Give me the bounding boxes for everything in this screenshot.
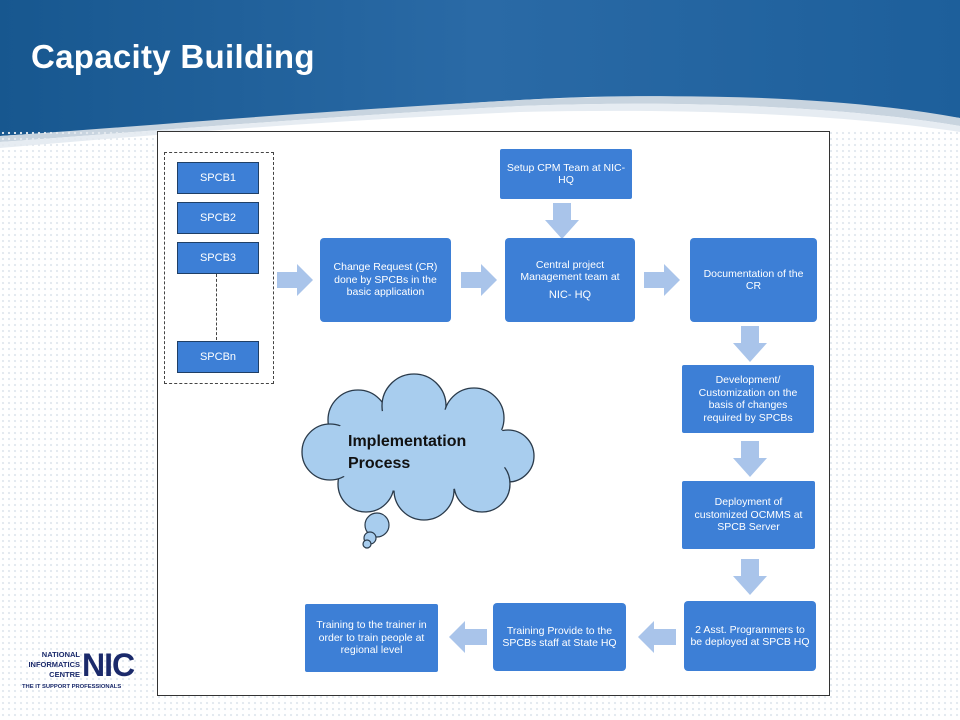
node-programmers-label: 2 Asst. Programmers to be deployed at SP… <box>690 623 810 649</box>
cloud-label: Implementation Process <box>348 431 466 475</box>
node-documentation-label: Documentation of the CR <box>703 267 804 293</box>
logo-line-3: CENTRE <box>49 670 80 679</box>
node-setup-cpm-label: Setup CPM Team at NIC- HQ <box>506 161 626 187</box>
node-central-team-label-1: Central project Management team at <box>520 258 620 284</box>
node-training-trainer-label: Training to the trainer in order to trai… <box>316 619 427 657</box>
cloud-label-line-2: Process <box>348 455 411 472</box>
node-development-label: Development/ Customization on the basis … <box>698 374 798 424</box>
node-training-state: Training Provide to the SPCBs staff at S… <box>493 603 626 671</box>
spcb-box-3: SPCB3 <box>177 242 259 274</box>
arrow-down-setup <box>545 203 579 239</box>
node-documentation: Documentation of the CR <box>690 238 817 322</box>
node-change-request-label: Change Request (CR) done by SPCBs in the… <box>333 261 438 299</box>
spcb-group <box>164 152 274 384</box>
logo-line-1: NATIONAL <box>41 650 80 659</box>
node-programmers: 2 Asst. Programmers to be deployed at SP… <box>684 601 816 671</box>
node-change-request: Change Request (CR) done by SPCBs in the… <box>320 238 451 322</box>
slide-title: Capacity Building <box>31 38 315 75</box>
spcb-box-2: SPCB2 <box>177 202 259 234</box>
arrow-right-2 <box>461 264 497 296</box>
arrow-down-3 <box>733 559 767 595</box>
arrow-right-3 <box>644 264 680 296</box>
node-central-team: Central project Management team at NIC- … <box>505 238 635 322</box>
node-deployment-label: Deployment of customized OCMMS at SPCB S… <box>694 496 803 534</box>
thought-cloud <box>301 373 535 549</box>
logo-mark: NIC <box>82 647 135 683</box>
logo-tagline: THE IT SUPPORT PROFESSIONALS <box>22 684 122 690</box>
arrow-down-2 <box>733 441 767 477</box>
cloud-label-line-1: Implementation <box>348 433 467 450</box>
node-development: Development/ Customization on the basis … <box>682 365 814 433</box>
spcb-connector <box>216 274 217 340</box>
spcb-box-1: SPCB1 <box>177 162 259 194</box>
node-training-state-label: Training Provide to the SPCBs staff at S… <box>502 624 617 650</box>
node-deployment: Deployment of customized OCMMS at SPCB S… <box>682 481 815 549</box>
node-training-trainer: Training to the trainer in order to trai… <box>305 604 438 672</box>
node-setup-cpm: Setup CPM Team at NIC- HQ <box>500 149 632 199</box>
spcb-box-n: SPCBn <box>177 341 259 373</box>
nic-logo: NATIONAL INFORMATICS CENTRE NIC THE IT S… <box>22 647 135 694</box>
arrow-right-1 <box>277 264 313 296</box>
arrow-left-1 <box>638 621 676 653</box>
header-band <box>0 0 960 148</box>
logo-line-2: INFORMATICS <box>28 660 80 669</box>
arrow-left-2 <box>449 621 487 653</box>
node-central-team-label-2: NIC- HQ <box>548 288 592 301</box>
arrow-down-1 <box>733 326 767 362</box>
